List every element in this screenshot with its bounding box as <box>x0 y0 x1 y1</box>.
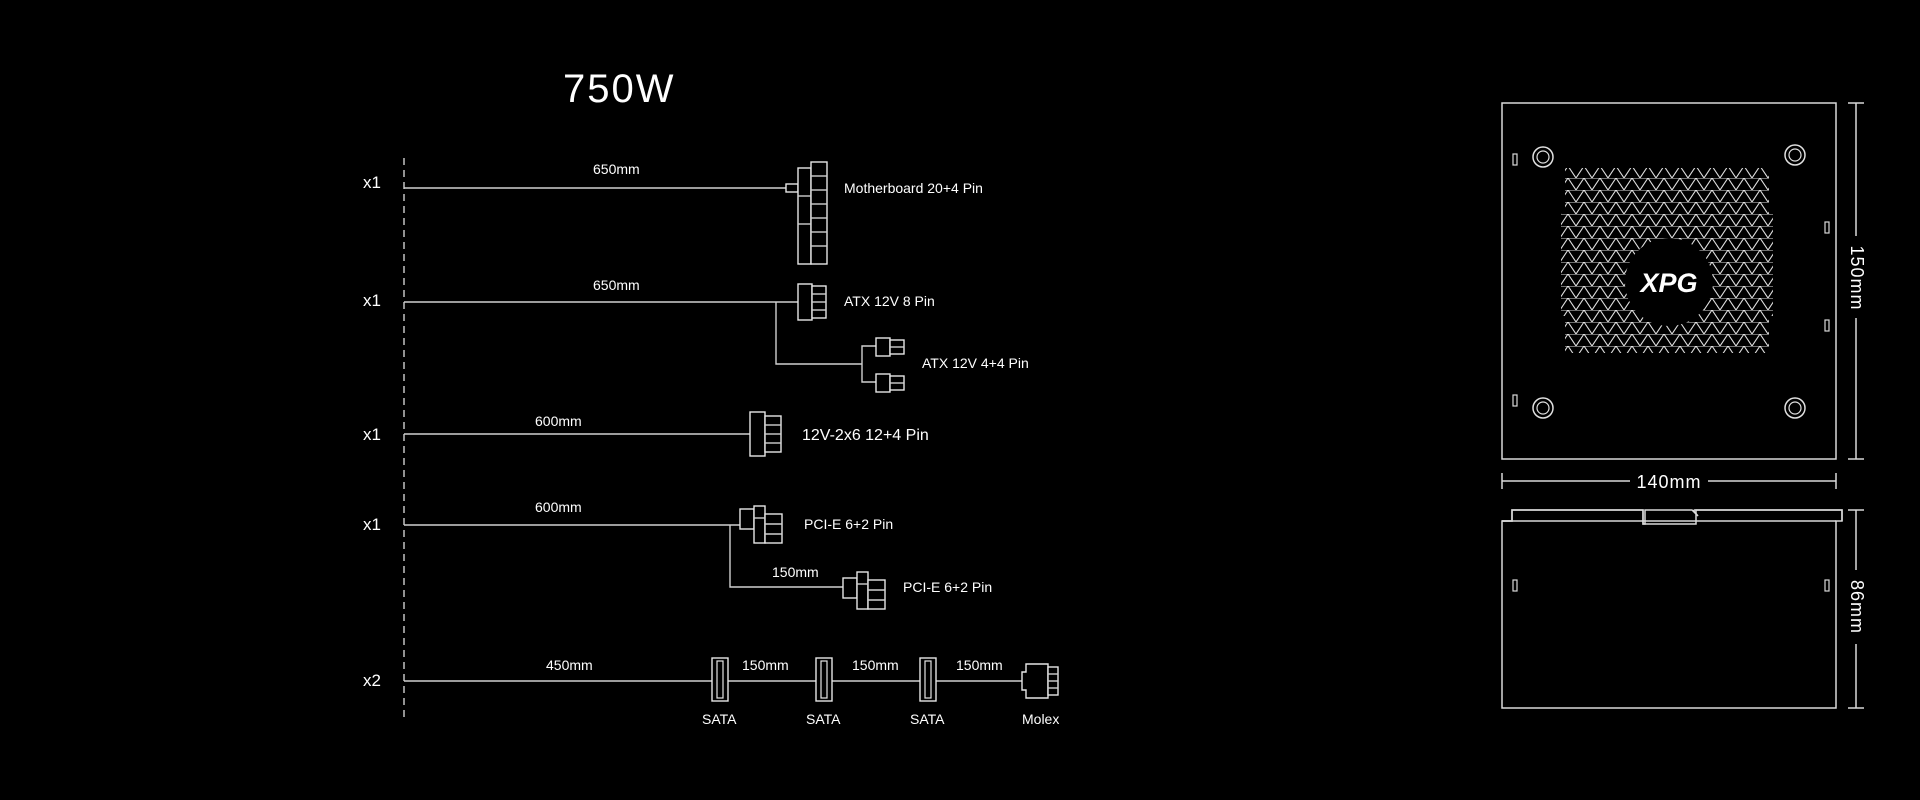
height-label: 150mm <box>1847 245 1867 310</box>
fan-hub <box>1625 238 1713 326</box>
cable-atx12v: x1 650mm ATX 12V 8 Pin ATX 12V 4+4 Pin <box>363 277 1029 393</box>
connector-label: 12V-2x6 12+4 Pin <box>802 427 929 444</box>
connector-label: ATX 12V 8 Pin <box>844 293 935 309</box>
cable-motherboard: x1 650mm Motherboard 20+4 Pin <box>363 161 983 265</box>
mount-slot-icon <box>1512 579 1518 592</box>
cable-length: 600mm <box>535 413 582 429</box>
sata-connector-icon <box>711 657 729 702</box>
connector-label: PCI-E 6+2 Pin <box>804 516 893 532</box>
screw-hole-icon <box>1784 144 1806 166</box>
pcie-branch-connector-icon <box>842 571 886 610</box>
cable-pcie: x1 600mm PCI-E 6+2 Pin 150mm PCI-E 6+2 P… <box>363 499 992 610</box>
connector-label: Motherboard 20+4 Pin <box>844 180 983 196</box>
screw-hole-icon <box>1532 397 1554 419</box>
cable-qty: x1 <box>363 291 381 310</box>
mount-slot-icon <box>1824 579 1830 592</box>
atx-8pin-connector-icon <box>797 283 827 321</box>
connector-label: SATA <box>702 711 737 727</box>
branch-wire <box>775 302 862 365</box>
psu-front-outline <box>1501 102 1837 460</box>
connector-label: Molex <box>1022 711 1059 727</box>
branch-wire <box>729 525 843 588</box>
sata-connector-icon <box>919 657 937 702</box>
segment-length: 150mm <box>956 657 1003 673</box>
cable-length: 650mm <box>593 277 640 293</box>
wattage-title: 750W <box>563 67 676 111</box>
connector-label: SATA <box>806 711 841 727</box>
width-label: 140mm <box>1636 472 1701 492</box>
screw-hole-icon <box>1784 397 1806 419</box>
mount-slot-icon <box>1512 153 1518 166</box>
cable-qty: x1 <box>363 515 381 534</box>
dimension-height: 150mm <box>1846 102 1868 460</box>
cable-12v-2x6: x1 600mm 12V-2x6 12+4 Pin <box>363 411 929 457</box>
branch-connector-label: ATX 12V 4+4 Pin <box>922 355 1029 371</box>
psu-side-view <box>1501 509 1843 709</box>
connector-label: SATA <box>910 711 945 727</box>
pcie-connector-icon <box>739 505 783 544</box>
sata-connector-icon <box>815 657 833 702</box>
atx-4plus4-connector-icon <box>875 337 905 393</box>
cable-qty: x1 <box>363 173 381 192</box>
cable-qty: x2 <box>363 671 381 690</box>
cable-length: 450mm <box>546 657 593 673</box>
cable-qty: x1 <box>363 425 381 444</box>
xpg-logo: XPG <box>1638 268 1697 298</box>
segment-length: 150mm <box>742 657 789 673</box>
cable-length: 650mm <box>593 161 640 177</box>
dimension-width: 140mm <box>1501 470 1837 492</box>
psu-front-view: XPG <box>1501 102 1837 460</box>
cable-sata-molex: x2 450mm 150mm 150mm 150mm SATA SATA SAT… <box>363 657 1059 727</box>
segment-length: 150mm <box>852 657 899 673</box>
motherboard-connector-icon <box>785 161 828 265</box>
12v-2x6-connector-icon <box>749 411 782 457</box>
screw-hole-icon <box>1532 146 1554 168</box>
mount-slot-icon <box>1512 394 1518 407</box>
mount-slot-icon <box>1824 221 1830 234</box>
dimension-depth: 86mm <box>1846 509 1868 709</box>
cable-length: 600mm <box>535 499 582 515</box>
molex-connector-icon <box>1021 663 1059 699</box>
mount-slot-icon <box>1824 319 1830 332</box>
branch-length: 150mm <box>772 564 819 580</box>
branch-connector-label: PCI-E 6+2 Pin <box>903 579 992 595</box>
depth-label: 86mm <box>1847 580 1867 634</box>
